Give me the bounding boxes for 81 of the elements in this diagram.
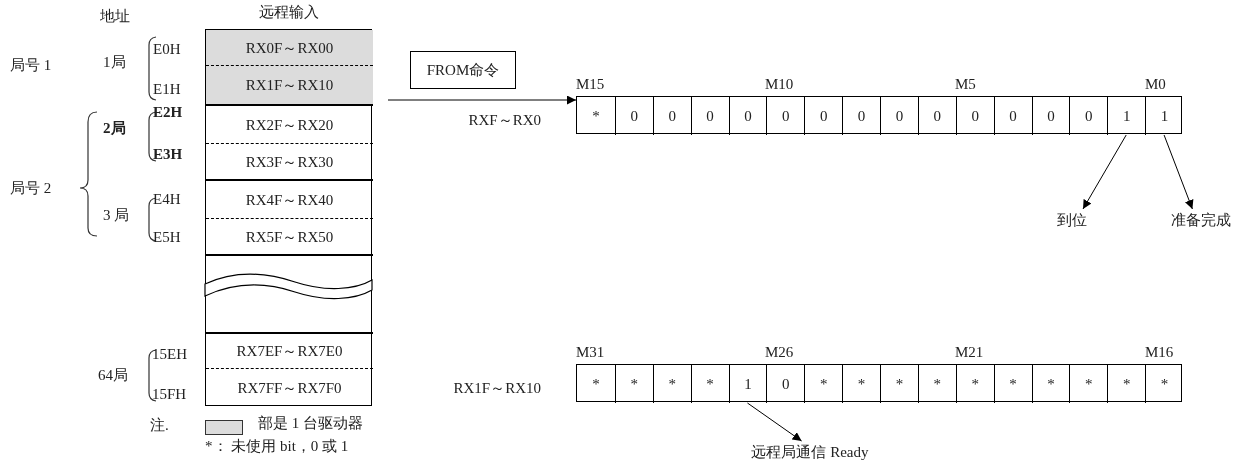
- label: M5: [955, 76, 976, 93]
- bit-value: 1: [1159, 107, 1170, 125]
- bit-value: 0: [781, 375, 791, 393]
- bit-value: 0: [932, 107, 943, 125]
- register-label: RX1F～RX10: [453, 379, 541, 398]
- node-text: RX7FF～RX7F0: [236, 378, 343, 398]
- register-label: RXF～RX0: [468, 111, 541, 130]
- label: M10: [765, 76, 794, 93]
- bit-value: *: [894, 375, 905, 393]
- label: 1局: [103, 53, 126, 72]
- node-text: 到位: [1056, 210, 1088, 230]
- bit-value: *: [1121, 375, 1132, 393]
- bit-value: *: [629, 375, 640, 393]
- bit-value: 0: [894, 107, 905, 125]
- label: E4H: [153, 191, 181, 208]
- bit-value: *: [1159, 375, 1170, 393]
- label: E0H: [153, 41, 181, 58]
- table-row: [206, 30, 373, 66]
- arrow: [1163, 134, 1194, 210]
- arrow: [387, 95, 577, 105]
- arrow: [746, 402, 803, 442]
- legend-text: 部是 1 台驱动器: [258, 414, 363, 433]
- bit-value: 0: [705, 107, 715, 125]
- bit-value: *: [591, 375, 601, 393]
- node-text: 远程局通信 Ready: [750, 442, 870, 462]
- node-text: FROM命令: [425, 60, 501, 80]
- bit-value: 0: [629, 107, 640, 125]
- label: 64局: [98, 366, 128, 385]
- bit-value: *: [1008, 375, 1018, 393]
- label: M26: [765, 344, 794, 361]
- label: M16: [1145, 344, 1174, 361]
- bit-value: *: [705, 375, 715, 393]
- bit-value: 0: [970, 107, 980, 125]
- label: 15EH: [152, 346, 187, 363]
- label: E1H: [153, 81, 181, 98]
- label: E2H: [153, 104, 183, 121]
- bit-value: *: [591, 107, 601, 125]
- bit-value: *: [667, 375, 677, 393]
- label: M15: [576, 76, 605, 93]
- bit-value: *: [1084, 375, 1094, 393]
- node-text: 准备完成: [1170, 210, 1232, 230]
- bit-value: 0: [818, 107, 829, 125]
- label: 局号 2: [10, 179, 52, 198]
- node-text: RX2F～RX20: [244, 115, 335, 134]
- bit-value: 0: [856, 107, 867, 125]
- bit-value: 0: [1008, 107, 1018, 125]
- bit-value: 0: [743, 107, 753, 125]
- label: 3 局: [103, 206, 130, 225]
- bit-value: *: [856, 375, 867, 393]
- column-heading: 远程输入: [257, 3, 320, 22]
- bit-value: *: [970, 375, 980, 393]
- label: 注.: [150, 416, 169, 435]
- bit-value: 0: [781, 107, 791, 125]
- node-text: RX7EF～RX7E0: [235, 341, 344, 361]
- bit-value: *: [1046, 375, 1056, 393]
- node-text: RX5F～RX50: [244, 227, 335, 246]
- bit-value: 0: [1084, 107, 1094, 125]
- table-row: [206, 332, 373, 369]
- label: E5H: [153, 229, 181, 246]
- label: E3H: [153, 146, 183, 163]
- bit-value: *: [932, 375, 943, 393]
- node-text: RX1F～RX10: [244, 75, 335, 95]
- node-text: RX4F～RX40: [244, 190, 335, 209]
- label: M0: [1145, 76, 1166, 93]
- table-row: [206, 66, 373, 106]
- label: *： 未使用 bit，0 或 1: [205, 437, 349, 456]
- label: 2局: [103, 119, 126, 138]
- bit-value: *: [818, 375, 829, 393]
- bit-value: 0: [1046, 107, 1056, 125]
- bit-value: 0: [667, 107, 677, 125]
- node-text: RX0F～RX00: [244, 38, 335, 57]
- label: 15FH: [152, 386, 187, 403]
- arrow: [1082, 134, 1127, 210]
- bit-value: 1: [1121, 107, 1132, 125]
- instruction-box: [410, 51, 516, 89]
- label: 局号 1: [10, 56, 52, 75]
- bit-value: 1: [743, 375, 753, 393]
- node-text: RX3F～RX30: [244, 152, 335, 171]
- label: 地址: [100, 7, 130, 26]
- label: M21: [955, 344, 984, 361]
- label: M31: [576, 344, 605, 361]
